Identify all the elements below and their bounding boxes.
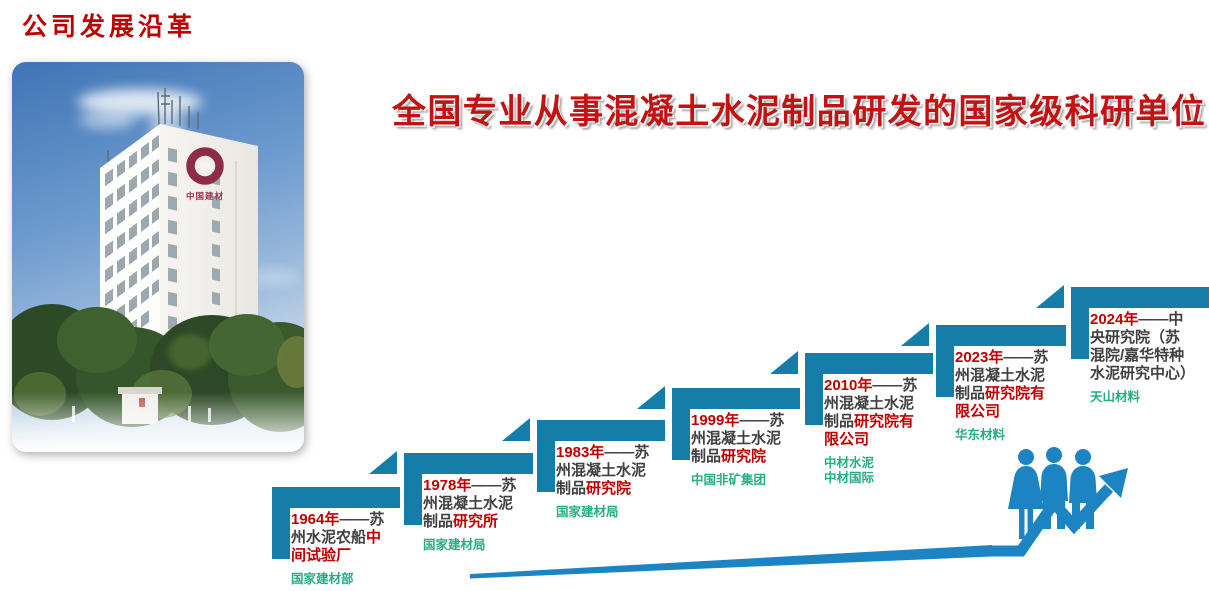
step-title-segment: ——苏 州水泥农船 bbox=[291, 511, 385, 546]
step-left-bar bbox=[672, 388, 690, 460]
step-connector-triangle bbox=[369, 451, 397, 474]
step-title-segment: 1999年 bbox=[691, 412, 740, 429]
building-photo-graphic: 中国建材 bbox=[12, 62, 304, 452]
step-left-bar bbox=[404, 453, 422, 525]
step-affiliation: 中国非矿集团 bbox=[691, 473, 767, 487]
step-connector-triangle bbox=[901, 323, 929, 346]
step-affiliation: 国家建材部 bbox=[291, 572, 354, 586]
step-title: 1983年——苏 州混凝土水泥 制品研究院 bbox=[556, 444, 664, 498]
step-title-segment: 研究所 bbox=[453, 513, 499, 530]
building-logo-icon bbox=[186, 147, 224, 185]
step-top-bar bbox=[936, 325, 1066, 346]
step-left-bar bbox=[537, 420, 555, 492]
step-title-segment: ——中 央研究院（苏 混院/嘉华特种 水泥研究中心） bbox=[1090, 311, 1196, 382]
timeline-step-1983: 1983年——苏 州混凝土水泥 制品研究院国家建材局 bbox=[502, 418, 665, 520]
step-title-segment: 2010年 bbox=[824, 377, 873, 394]
roof-antennas-icon bbox=[107, 88, 199, 168]
baseline-icon bbox=[470, 545, 992, 579]
page-title: 公司发展沿革 bbox=[22, 13, 197, 41]
timeline-step-2024: 2024年——中 央研究院（苏 混院/嘉华特种 水泥研究中心） 天山材料 bbox=[1036, 285, 1209, 405]
step-title-segment: 研究院 bbox=[721, 448, 767, 465]
step-connector-triangle bbox=[770, 351, 798, 374]
step-title-segment: 2023年 bbox=[955, 349, 1004, 366]
timeline-step-1978: 1978年——苏 州混凝土水泥 制品研究所国家建材局 bbox=[369, 451, 533, 553]
step-title-segment: 中 间试验厂 bbox=[291, 529, 382, 564]
step-title: 2024年——中 央研究院（苏 混院/嘉华特种 水泥研究中心） bbox=[1090, 311, 1208, 383]
building-photo: 中国建材 bbox=[12, 62, 304, 452]
step-affiliation: 天山材料 bbox=[1090, 390, 1141, 404]
timeline-step-2010: 2010年——苏 州混凝土水泥 制品研究院有 限公司中材水泥 中材国际 bbox=[770, 351, 933, 486]
step-connector-triangle bbox=[502, 418, 530, 441]
step-left-bar bbox=[272, 487, 290, 559]
step-title-segment: 研究院有 限公司 bbox=[824, 413, 915, 448]
step-title-segment: 研究院有 限公司 bbox=[955, 385, 1046, 420]
step-left-bar bbox=[805, 353, 823, 425]
step-title-segment: ——苏 州混凝土水泥 制品 bbox=[691, 412, 785, 465]
growth-arrow-icon bbox=[985, 468, 1128, 557]
step-title: 2023年——苏 州混凝土水泥 制品研究院有 限公司 bbox=[955, 349, 1065, 421]
step-title-segment: ——苏 州混凝土水泥 制品 bbox=[824, 377, 918, 430]
step-left-bar bbox=[936, 325, 954, 397]
step-connector-triangle bbox=[1036, 285, 1064, 308]
step-title: 2010年——苏 州混凝土水泥 制品研究院有 限公司 bbox=[824, 377, 932, 449]
people-icon bbox=[1008, 447, 1097, 539]
timeline-step-1964: 1964年——苏 州水泥农船中 间试验厂国家建材部 bbox=[272, 487, 400, 587]
step-title-segment: 2024年 bbox=[1090, 311, 1139, 328]
step-left-bar bbox=[1071, 287, 1089, 359]
step-connector-triangle bbox=[637, 386, 665, 409]
building-right-face bbox=[160, 124, 258, 342]
step-affiliation: 国家建材局 bbox=[423, 538, 486, 552]
building-left-face bbox=[100, 124, 160, 364]
step-title-segment: ——苏 州混凝土水泥 制品 bbox=[556, 444, 650, 497]
slide-headline: 全国专业从事混凝土水泥制品研发的国家级科研单位 bbox=[392, 93, 1207, 131]
step-title-segment: 研究院 bbox=[586, 480, 632, 497]
step-top-bar bbox=[805, 353, 933, 374]
growth-graphic bbox=[470, 447, 1128, 579]
timeline-step-2023: 2023年——苏 州混凝土水泥 制品研究院有 限公司华东材料 bbox=[901, 323, 1066, 443]
step-top-bar bbox=[404, 453, 533, 474]
building-windows-right bbox=[168, 147, 237, 342]
timeline-step-1999: 1999年——苏 州混凝土水泥 制品研究院中国非矿集团 bbox=[637, 386, 800, 488]
step-title: 1964年——苏 州水泥农船中 间试验厂 bbox=[291, 511, 399, 565]
step-title-segment: 1978年 bbox=[423, 477, 472, 494]
step-title: 1978年——苏 州混凝土水泥 制品研究所 bbox=[423, 477, 532, 531]
step-affiliation: 中材水泥 中材国际 bbox=[824, 456, 875, 485]
building-logo-text: 中国建材 bbox=[186, 191, 224, 201]
step-title-segment: ——苏 州混凝土水泥 制品 bbox=[955, 349, 1049, 402]
step-affiliation: 国家建材局 bbox=[556, 505, 619, 519]
step-title-segment: 1964年 bbox=[291, 511, 340, 528]
step-title-segment: 1983年 bbox=[556, 444, 605, 461]
step-top-bar bbox=[672, 388, 800, 409]
step-title-segment: ——苏 州混凝土水泥 制品 bbox=[423, 477, 517, 530]
step-top-bar bbox=[1071, 287, 1209, 308]
step-top-bar bbox=[537, 420, 665, 441]
step-affiliation: 华东材料 bbox=[955, 428, 1006, 442]
step-title: 1999年——苏 州混凝土水泥 制品研究院 bbox=[691, 412, 799, 466]
step-top-bar bbox=[272, 487, 400, 508]
